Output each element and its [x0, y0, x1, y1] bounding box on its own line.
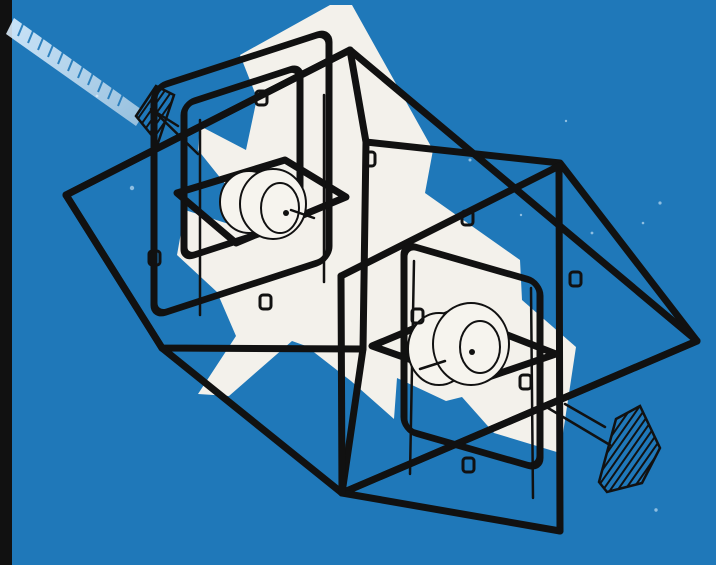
left-edge-shadow [0, 0, 12, 565]
